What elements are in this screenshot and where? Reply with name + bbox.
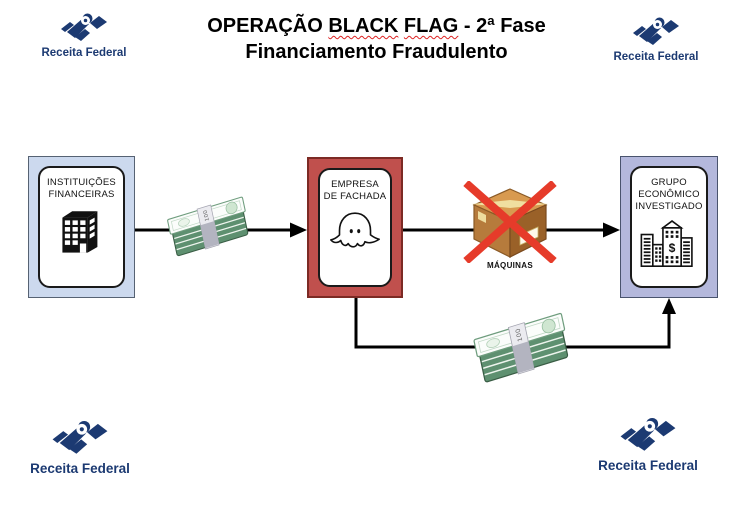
node-investigated-group-label: GRUPO ECONÔMICO INVESTIGADO bbox=[635, 177, 703, 212]
node-shell-company: EMPRESA DE FACHADA bbox=[307, 157, 403, 298]
node-financial-institutions: INSTITUIÇÕES FINANCEIRAS bbox=[28, 156, 135, 298]
page-title: OPERAÇÃO BLACK FLAG - 2ª Fase Financiame… bbox=[0, 13, 753, 65]
receita-federal-label: Receita Federal bbox=[613, 51, 699, 63]
title-suffix: - 2ª Fase bbox=[463, 15, 546, 37]
machines-label: MÁQUINAS bbox=[487, 261, 533, 270]
node-financial-institutions-card: INSTITUIÇÕES FINANCEIRAS bbox=[38, 166, 125, 288]
node-shell-company-label: EMPRESA DE FACHADA bbox=[323, 179, 387, 202]
node-investigated-group: GRUPO ECONÔMICO INVESTIGADO bbox=[620, 156, 718, 298]
node-shell-company-card: EMPRESA DE FACHADA bbox=[318, 168, 392, 287]
node-investigated-group-card: GRUPO ECONÔMICO INVESTIGADO bbox=[630, 166, 708, 288]
title-word-black: BLACK bbox=[328, 15, 399, 37]
title-word-flag: FLAG bbox=[403, 15, 459, 37]
node-financial-institutions-label: INSTITUIÇÕES FINANCEIRAS bbox=[47, 177, 116, 200]
ghost-icon bbox=[330, 212, 380, 248]
package-with-red-x-icon bbox=[463, 181, 557, 263]
receita-federal-label: Receita Federal bbox=[598, 457, 698, 473]
title-line-1: OPERAÇÃO BLACK FLAG - 2ª Fase bbox=[0, 13, 753, 39]
receita-federal-logo-bottom-left: Receita Federal bbox=[24, 412, 136, 476]
receita-federal-label: Receita Federal bbox=[30, 460, 130, 476]
building-icon bbox=[61, 211, 97, 253]
receita-federal-label: Receita Federal bbox=[41, 47, 127, 59]
receita-federal-logo-top-right: Receita Federal bbox=[608, 10, 704, 63]
title-line-2: Financiamento Fraudulento bbox=[245, 41, 508, 63]
receita-federal-logo-bottom-right: Receita Federal bbox=[592, 409, 704, 473]
title-prefix: OPERAÇÃO bbox=[207, 15, 323, 37]
receita-federal-logo-top-left: Receita Federal bbox=[36, 6, 132, 59]
city-buildings-dollar-icon: $ bbox=[640, 220, 693, 267]
dollar-sign: $ bbox=[669, 241, 676, 255]
red-x-icon bbox=[463, 181, 557, 263]
